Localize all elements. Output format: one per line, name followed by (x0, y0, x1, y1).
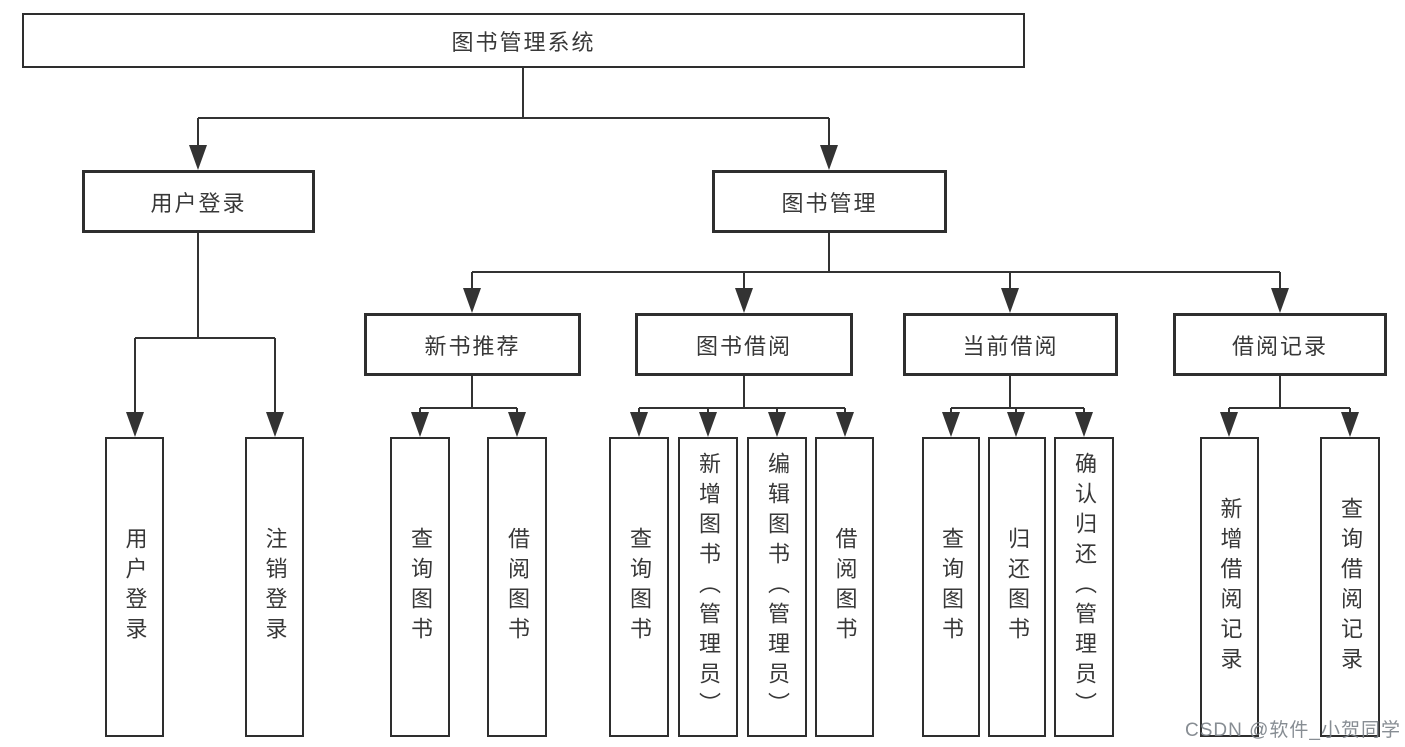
node-current-borrowing: 当前借阅 (903, 313, 1118, 376)
leaf-query-book-recommend: 查询图书 (390, 437, 450, 737)
node-library-management-system: 图书管理系统 (22, 13, 1025, 68)
leaf-return-book: 归还图书 (988, 437, 1046, 737)
node-user-login: 用户登录 (82, 170, 315, 233)
leaf-add-borrow-record: 新增借阅记录 (1200, 437, 1259, 737)
leaf-add-book-admin: 新增图书（管理员） (678, 437, 738, 737)
node-borrowing-records: 借阅记录 (1173, 313, 1387, 376)
arrowhead-icons (126, 145, 1359, 437)
leaf-confirm-return-admin: 确认归还（管理员） (1054, 437, 1114, 737)
leaf-query-book-current: 查询图书 (922, 437, 980, 737)
watermark: CSDN @软件_小贺同学 (1185, 720, 1401, 741)
leaf-borrow-book-recommend: 借阅图书 (487, 437, 547, 737)
leaf-edit-book-admin: 编辑图书（管理员） (747, 437, 807, 737)
leaf-user-login: 用户登录 (105, 437, 164, 737)
leaf-query-book-borrowing: 查询图书 (609, 437, 669, 737)
node-book-management: 图书管理 (712, 170, 947, 233)
node-new-book-recommendation: 新书推荐 (364, 313, 581, 376)
node-book-borrowing: 图书借阅 (635, 313, 853, 376)
leaf-borrow-book: 借阅图书 (815, 437, 874, 737)
leaf-logout: 注销登录 (245, 437, 304, 737)
leaf-query-borrow-record: 查询借阅记录 (1320, 437, 1380, 737)
